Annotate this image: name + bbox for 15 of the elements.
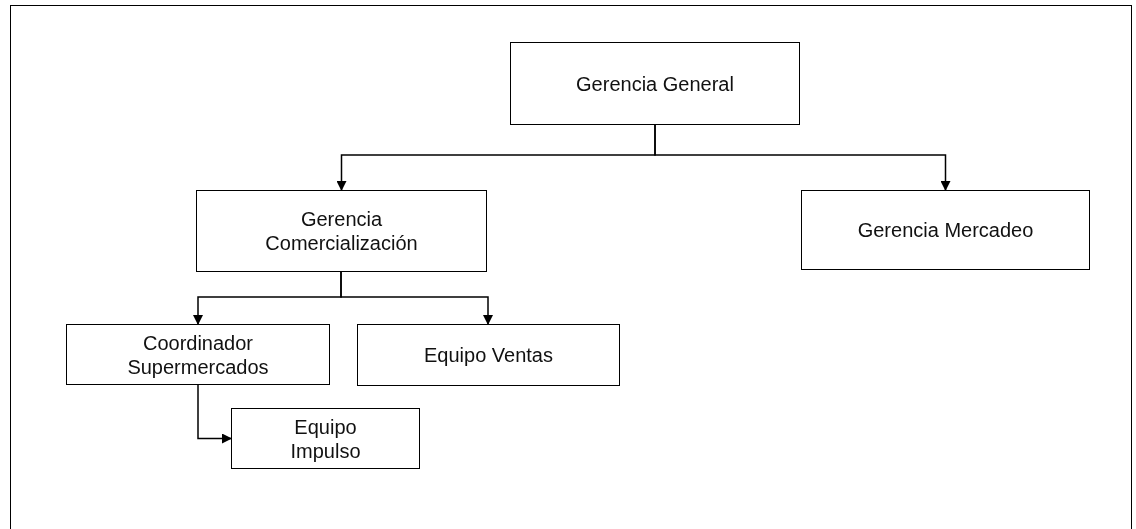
box-label: Equipo Impulso (289, 414, 362, 463)
org-box (231, 408, 420, 469)
org-box (66, 324, 330, 385)
connector-arrow (654, 124, 951, 191)
connector-arrow (197, 384, 232, 444)
box-label: Coordinador Supermercados (126, 330, 270, 379)
box-label: Equipo Ventas (423, 343, 554, 367)
box-label: Gerencia General (575, 71, 735, 96)
box-label: Gerencia Comercialización (264, 207, 419, 255)
org-box (196, 190, 487, 272)
org-box (357, 324, 620, 386)
box-label: Gerencia Mercadeo (856, 218, 1035, 242)
connector-arrow (340, 271, 493, 325)
org-box (801, 190, 1090, 270)
org-box (510, 42, 800, 125)
